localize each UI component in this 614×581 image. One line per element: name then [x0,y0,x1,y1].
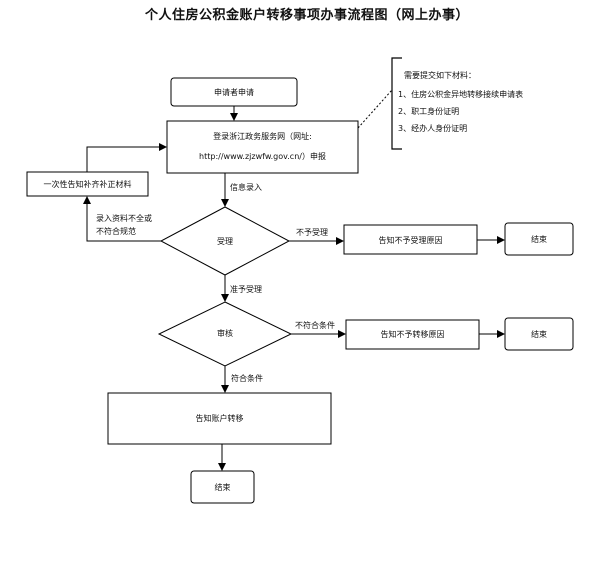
end3-box [190,470,255,504]
submit-box [166,120,359,174]
edge-label-not-qualified: 不符合条件 [295,321,335,330]
supplement-label: 一次性告知补齐补正材料 [43,180,132,189]
edge-label-qualified: 符合条件 [231,374,263,383]
end2-label: 结束 [531,330,547,339]
review-label: 审核 [217,329,233,338]
not-accept-notice-label: 告知不予受理原因 [378,236,443,245]
end1-label: 结束 [531,235,547,244]
submit-label-line1: 登录浙江政务服务网（网址: [213,132,312,141]
materials-item: 2、职工身份证明 [398,107,460,116]
apply-label: 申请者申请 [214,88,254,97]
supplement-box [26,171,149,197]
edge-accept-supplement [83,196,161,242]
accept-label: 受理 [217,237,233,246]
edge-label-not-accept: 不予受理 [296,228,328,237]
edge-label-accepted: 准予受理 [230,285,262,294]
notify-transfer-label: 告知账户转移 [195,414,244,423]
page-title: 个人住房公积金账户转移事项办事流程图（网上办事） [144,8,469,23]
not-transfer-notice-box [345,319,480,350]
not-transfer-notice-label: 告知不予转移原因 [380,330,445,339]
notify-transfer-box [107,392,332,445]
end2-box [504,317,574,351]
edge-label-info-entry: 信息录入 [230,183,262,192]
end1-box [504,222,574,256]
edge-label-incomplete-2: 不符合规范 [96,227,136,236]
submit-label-line2: http://www.zjzwfw.gov.cn/）申报 [199,152,326,161]
materials-bracket [391,57,402,150]
materials-heading: 需要提交如下材料： [404,71,476,80]
end3-label: 结束 [214,483,231,492]
materials-item: 1、住房公积金异地转移接续申请表 [398,90,524,99]
edge-supplement-submit [86,143,167,172]
edge-label-incomplete-1: 录入资料不全或 [96,214,152,223]
materials-connector [357,89,393,129]
materials-item: 3、经办人身份证明 [398,124,468,133]
not-accept-notice-box [343,224,478,255]
